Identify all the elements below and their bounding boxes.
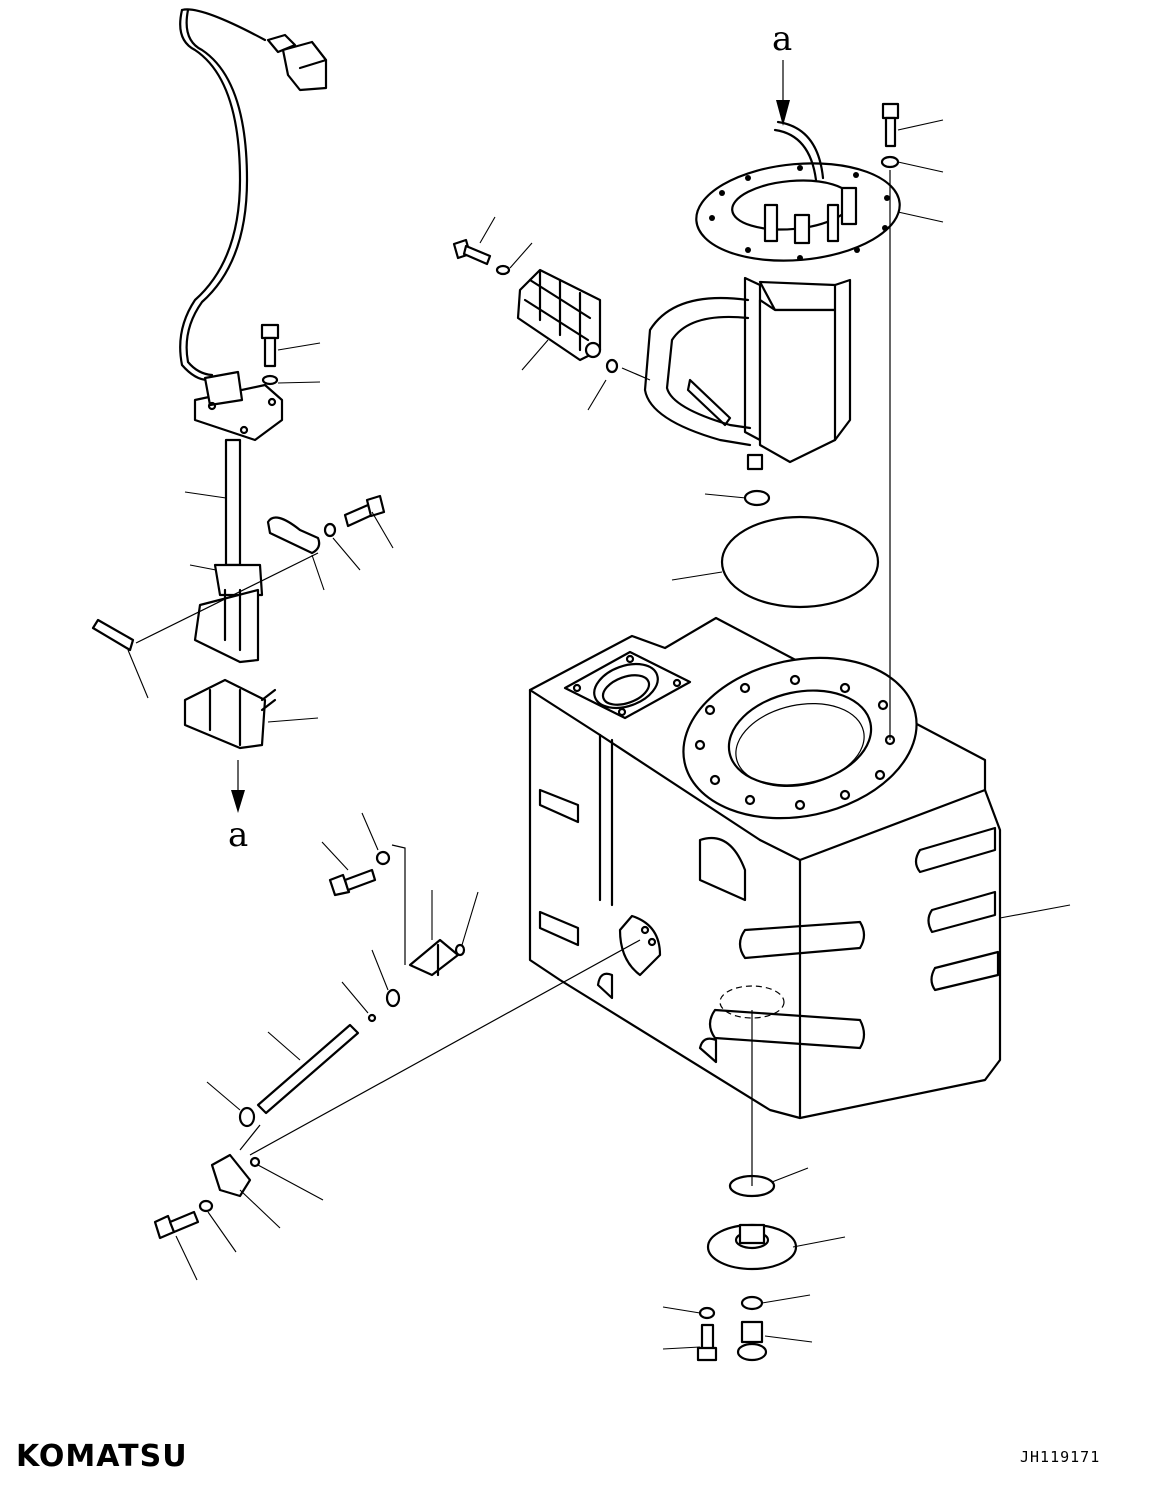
o-ring-flange-upper (454, 943, 466, 957)
leader-lines (127, 119, 1071, 1350)
tank-grooves (708, 826, 1000, 1050)
bolt-lid (881, 102, 900, 148)
pipe-flange-lower (210, 1153, 252, 1198)
washer-pipe-upper (375, 850, 391, 866)
small-o-ring (367, 1013, 377, 1023)
flange-bolt-holes (694, 674, 896, 811)
fuel-pump-unit (643, 120, 901, 471)
drain-bolt (696, 1323, 718, 1362)
washer-lid (880, 155, 900, 169)
clip-upper (385, 988, 401, 1008)
bolt-clamp (343, 494, 386, 528)
hose (256, 1023, 360, 1115)
view-label-top: a (772, 19, 793, 59)
drain-o-ring (740, 1295, 764, 1311)
bolt-pipe-lower (153, 1210, 200, 1240)
bolt-strainer (452, 238, 492, 266)
gasket (720, 515, 880, 609)
washer-strainer (495, 264, 511, 276)
drain-washer (698, 1306, 716, 1320)
fuel-tank (528, 616, 1002, 1120)
o-ring-flange-lower (249, 1156, 261, 1168)
bolt-sensor (260, 323, 280, 368)
pipe-flange-upper (408, 938, 460, 977)
fuel-level-sensor (179, 8, 328, 750)
view-label-bottom: a (228, 815, 249, 855)
view-arrows (231, 60, 790, 813)
strainer (516, 268, 602, 362)
o-ring-pump (743, 489, 771, 507)
o-ring-strainer (605, 358, 619, 374)
drain-plug (736, 1320, 768, 1362)
brand-logo: KOMATSU (16, 1439, 188, 1474)
center-lines (135, 170, 891, 1186)
drawing-code: JH119171 (1020, 1448, 1101, 1466)
washer-pipe-lower (198, 1199, 214, 1213)
bolt-pipe-upper (328, 868, 377, 897)
washer-sensor (261, 374, 279, 386)
stopper-plate (91, 618, 135, 652)
washer-clamp (323, 522, 337, 538)
clip-lower (238, 1106, 256, 1128)
drain-flange (706, 1223, 798, 1271)
clamp (266, 516, 321, 555)
